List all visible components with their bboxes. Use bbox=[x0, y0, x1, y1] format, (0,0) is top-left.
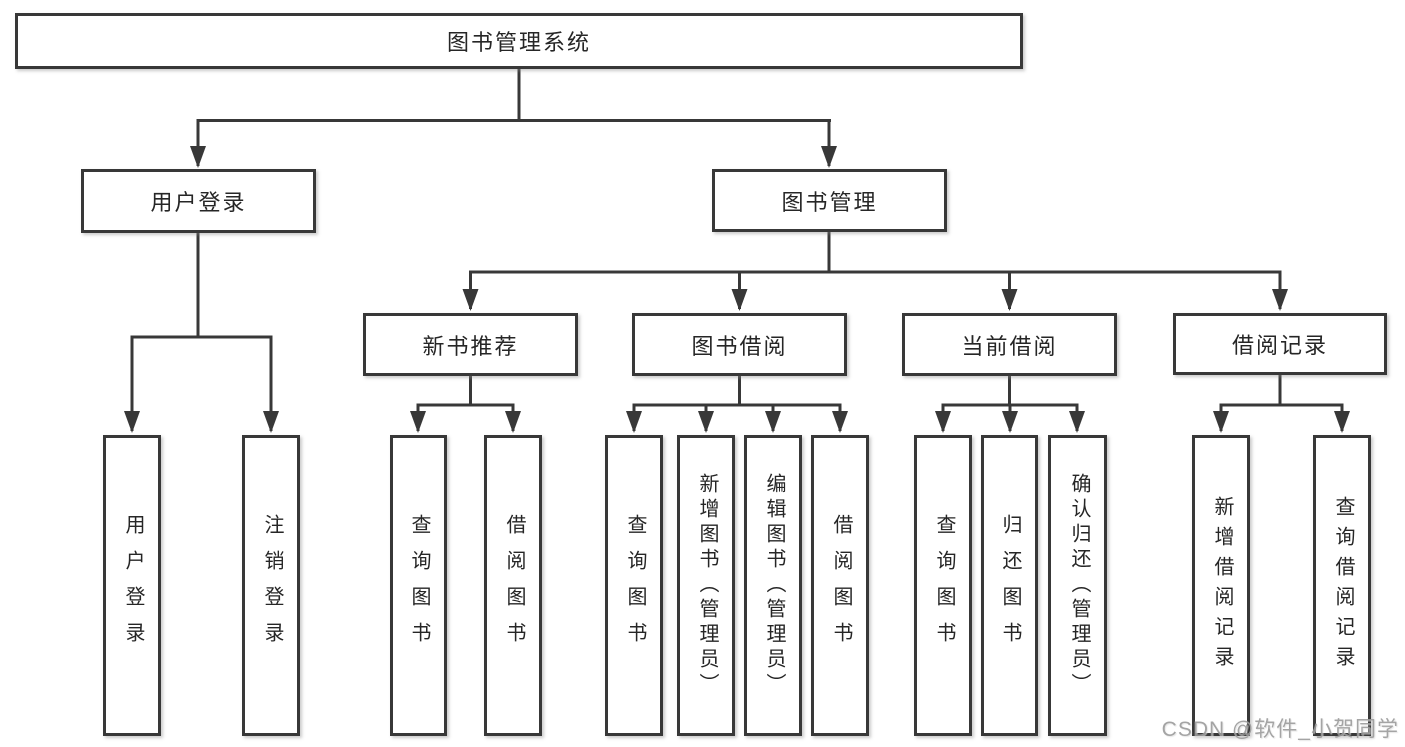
node-leaf-query-books-2: 查询图书 bbox=[605, 435, 663, 736]
node-leaf-user-login: 用户登录 bbox=[103, 435, 161, 736]
node-leaf-query-books-3: 查询图书 bbox=[914, 435, 972, 736]
node-current-borrow: 当前借阅 bbox=[902, 313, 1117, 376]
connector-root-to-level2 bbox=[190, 69, 837, 168]
connector-current-borrow-children bbox=[935, 376, 1085, 433]
node-leaf-return-book: 归还图书 bbox=[981, 435, 1038, 736]
node-leaf-query-borrow-record: 查询借阅记录 bbox=[1313, 435, 1371, 736]
node-leaf-borrow-books-2: 借阅图书 bbox=[811, 435, 869, 736]
node-new-book-recommend: 新书推荐 bbox=[363, 313, 578, 376]
node-leaf-add-book-admin: 新增图书（管理员） bbox=[677, 435, 735, 736]
connector-book-management-sections bbox=[462, 232, 1288, 311]
node-leaf-logout: 注销登录 bbox=[242, 435, 300, 736]
connector-borrow-records-children bbox=[1213, 375, 1350, 433]
node-book-borrow: 图书借阅 bbox=[632, 313, 847, 376]
node-root: 图书管理系统 bbox=[15, 13, 1023, 69]
connector-new-book-recommend-children bbox=[410, 376, 521, 433]
node-leaf-query-books-1: 查询图书 bbox=[390, 435, 447, 736]
node-borrow-records: 借阅记录 bbox=[1173, 313, 1387, 375]
node-leaf-edit-book-admin: 编辑图书（管理员） bbox=[744, 435, 802, 736]
node-user-login: 用户登录 bbox=[81, 169, 316, 233]
node-leaf-add-borrow-record: 新增借阅记录 bbox=[1192, 435, 1250, 736]
connector-book-borrow-children bbox=[626, 376, 848, 433]
node-leaf-borrow-books-1: 借阅图书 bbox=[484, 435, 542, 736]
node-leaf-confirm-return-admin: 确认归还（管理员） bbox=[1048, 435, 1107, 736]
watermark-text: CSDN @软件_小贺同学 bbox=[1161, 718, 1399, 741]
connector-user-login-children bbox=[124, 233, 279, 433]
node-book-management: 图书管理 bbox=[712, 169, 947, 232]
